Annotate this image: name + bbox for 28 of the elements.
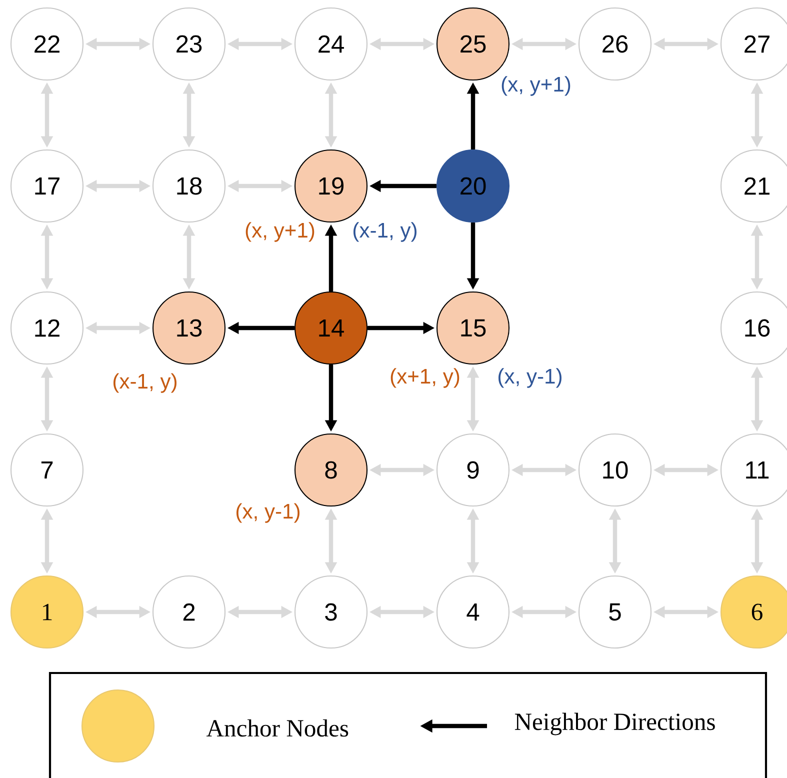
circle-node: 2 (152, 575, 226, 649)
circle-node: 6 (720, 575, 787, 649)
circle-node: 10 (578, 433, 652, 507)
legend-text: Anchor Nodes (206, 719, 348, 737)
circle-node: 1 (10, 575, 84, 649)
circle-node: 13 (152, 291, 226, 365)
circle-node: 3 (294, 575, 368, 649)
circle-node: 9 (436, 433, 510, 507)
circle-node: 12 (10, 291, 84, 365)
circle-node: 22 (10, 7, 84, 81)
coordinate-label: (x-1, y) (354, 222, 416, 242)
circle-node: 15 (436, 291, 510, 365)
circle-node: 4 (436, 575, 510, 649)
circle-node: 5 (578, 575, 652, 649)
circle-node: 23 (152, 7, 226, 81)
coordinate-label: (x, y+1) (246, 222, 314, 242)
circle-node: 18 (152, 149, 226, 223)
circle-node: 7 (10, 433, 84, 507)
legend-text: Neighbor Directions (514, 712, 715, 736)
circle-node: 19 (294, 149, 368, 223)
coordinate-label: (x, y-1) (498, 368, 562, 388)
circle-node: 26 (578, 7, 652, 81)
circle-node: 20 (436, 149, 510, 223)
coordinate-label: (x+1, y) (390, 368, 460, 388)
coordinate-label: (x-1, y) (114, 373, 176, 393)
circle-node: 24 (294, 7, 368, 81)
circle-node: 14 (294, 291, 368, 365)
circle-node: 17 (10, 149, 84, 223)
